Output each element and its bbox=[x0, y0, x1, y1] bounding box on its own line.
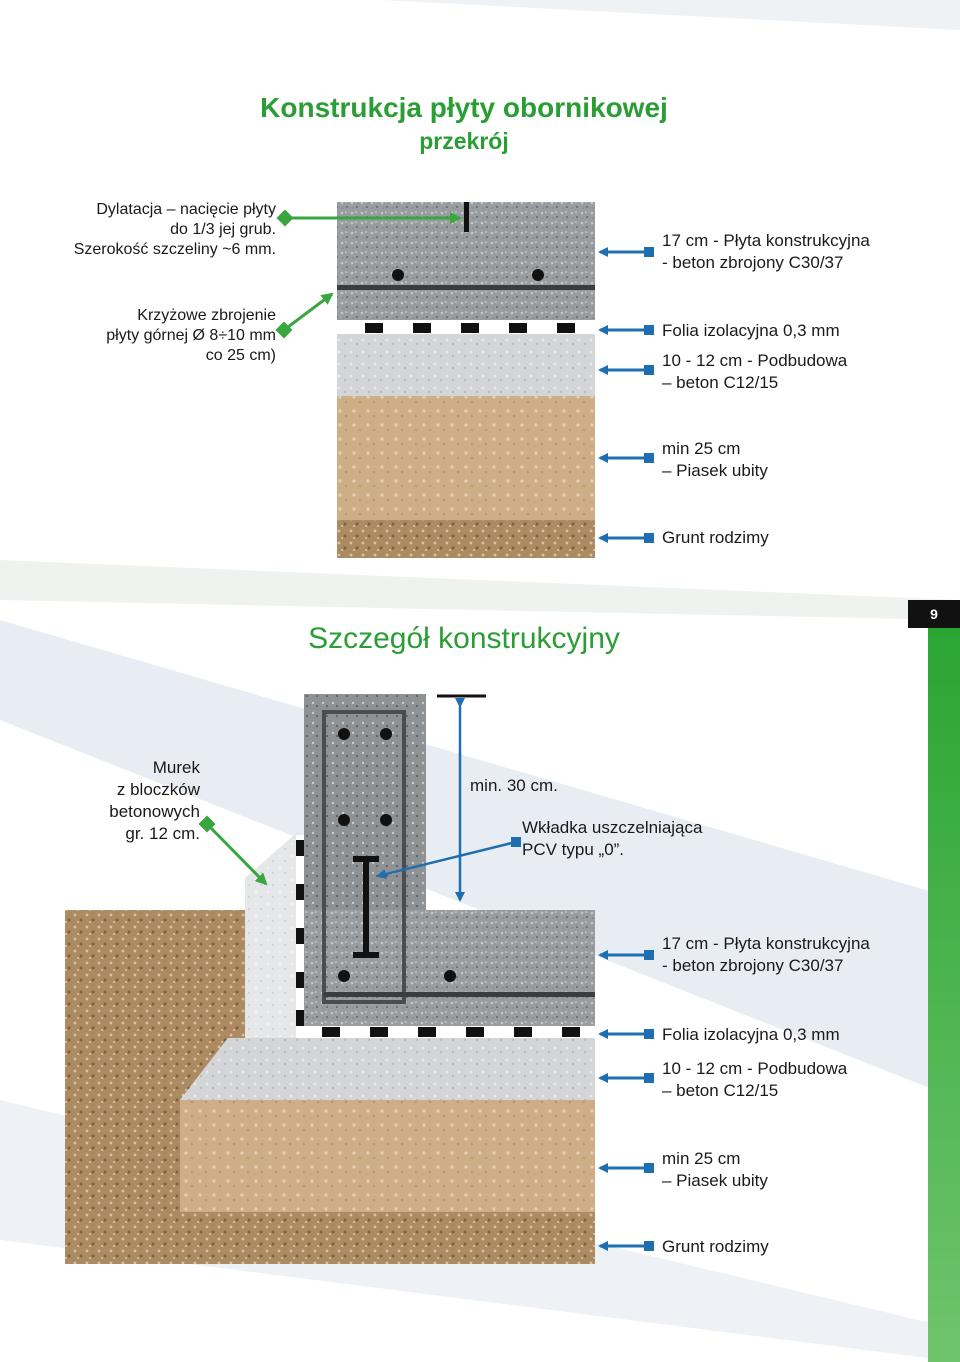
rebar-dot bbox=[392, 269, 404, 281]
subbase-label: 10 - 12 cm - Podbudowa – beton C12/15 bbox=[662, 351, 848, 392]
foil-dashes bbox=[322, 1027, 580, 1037]
subbase-layer bbox=[180, 1038, 595, 1100]
layer-arrows bbox=[598, 247, 654, 543]
side-bar bbox=[928, 628, 960, 1362]
rebar-bar bbox=[324, 992, 595, 997]
height-label: min. 30 cm. bbox=[470, 776, 558, 795]
reinforcement-label: Krzyżowe zbrojenie płyty górnej Ø 8÷10 m… bbox=[106, 307, 276, 364]
sand-label: min 25 cm – Piasek ubity bbox=[662, 1149, 768, 1190]
pcv-insert bbox=[353, 856, 379, 958]
soil-layer bbox=[337, 520, 595, 558]
dilatation-label: Dylatacja – nacięcie płyty do 1/3 jej gr… bbox=[73, 201, 276, 258]
foil-label: Folia izolacyjna 0,3 mm bbox=[662, 1025, 840, 1044]
cross-section-diagram bbox=[275, 202, 654, 558]
rebar-bar bbox=[337, 285, 595, 290]
layer-arrows bbox=[598, 950, 654, 1251]
insert-label: Wkładka uszczelniająca PCV typu „0”. bbox=[522, 818, 703, 859]
sand-layer bbox=[337, 396, 595, 520]
plate-label: 17 cm - Płyta konstrukcyjna - beton zbro… bbox=[662, 934, 870, 975]
foil-layer bbox=[296, 1026, 595, 1038]
section1-subtitle: przekrój bbox=[419, 128, 509, 154]
insert-arrow bbox=[376, 840, 517, 879]
section1-title: Konstrukcja płyty obornikowej bbox=[260, 92, 668, 123]
reinforcement-arrow bbox=[283, 292, 334, 332]
sand-label: min 25 cm – Piasek ubity bbox=[662, 439, 768, 480]
foil-label: Folia izolacyjna 0,3 mm bbox=[662, 321, 840, 340]
rebar-dot bbox=[532, 269, 544, 281]
subbase-layer bbox=[337, 334, 595, 396]
plate-layer bbox=[304, 910, 595, 1026]
plate-label: 17 cm - Płyta konstrukcyjna - beton zbro… bbox=[662, 231, 870, 272]
soil-label: Grunt rodzimy bbox=[662, 1237, 769, 1256]
foil-dashes-vertical bbox=[296, 840, 304, 1026]
sand-layer bbox=[180, 1100, 595, 1212]
foil-dashes bbox=[365, 323, 575, 333]
soil-label: Grunt rodzimy bbox=[662, 528, 769, 547]
wall-arrow bbox=[205, 822, 268, 886]
wall-rebar-frame bbox=[322, 710, 406, 1004]
backfill bbox=[180, 830, 300, 1100]
section2-title: Szczegół konstrukcyjny bbox=[308, 622, 620, 655]
wall-label: Murek z bloczków betonowych gr. 12 cm. bbox=[109, 758, 200, 843]
page-number: 9 bbox=[908, 600, 960, 628]
subbase-label: 10 - 12 cm - Podbudowa – beton C12/15 bbox=[662, 1059, 848, 1100]
dilatation-cut bbox=[464, 202, 469, 232]
